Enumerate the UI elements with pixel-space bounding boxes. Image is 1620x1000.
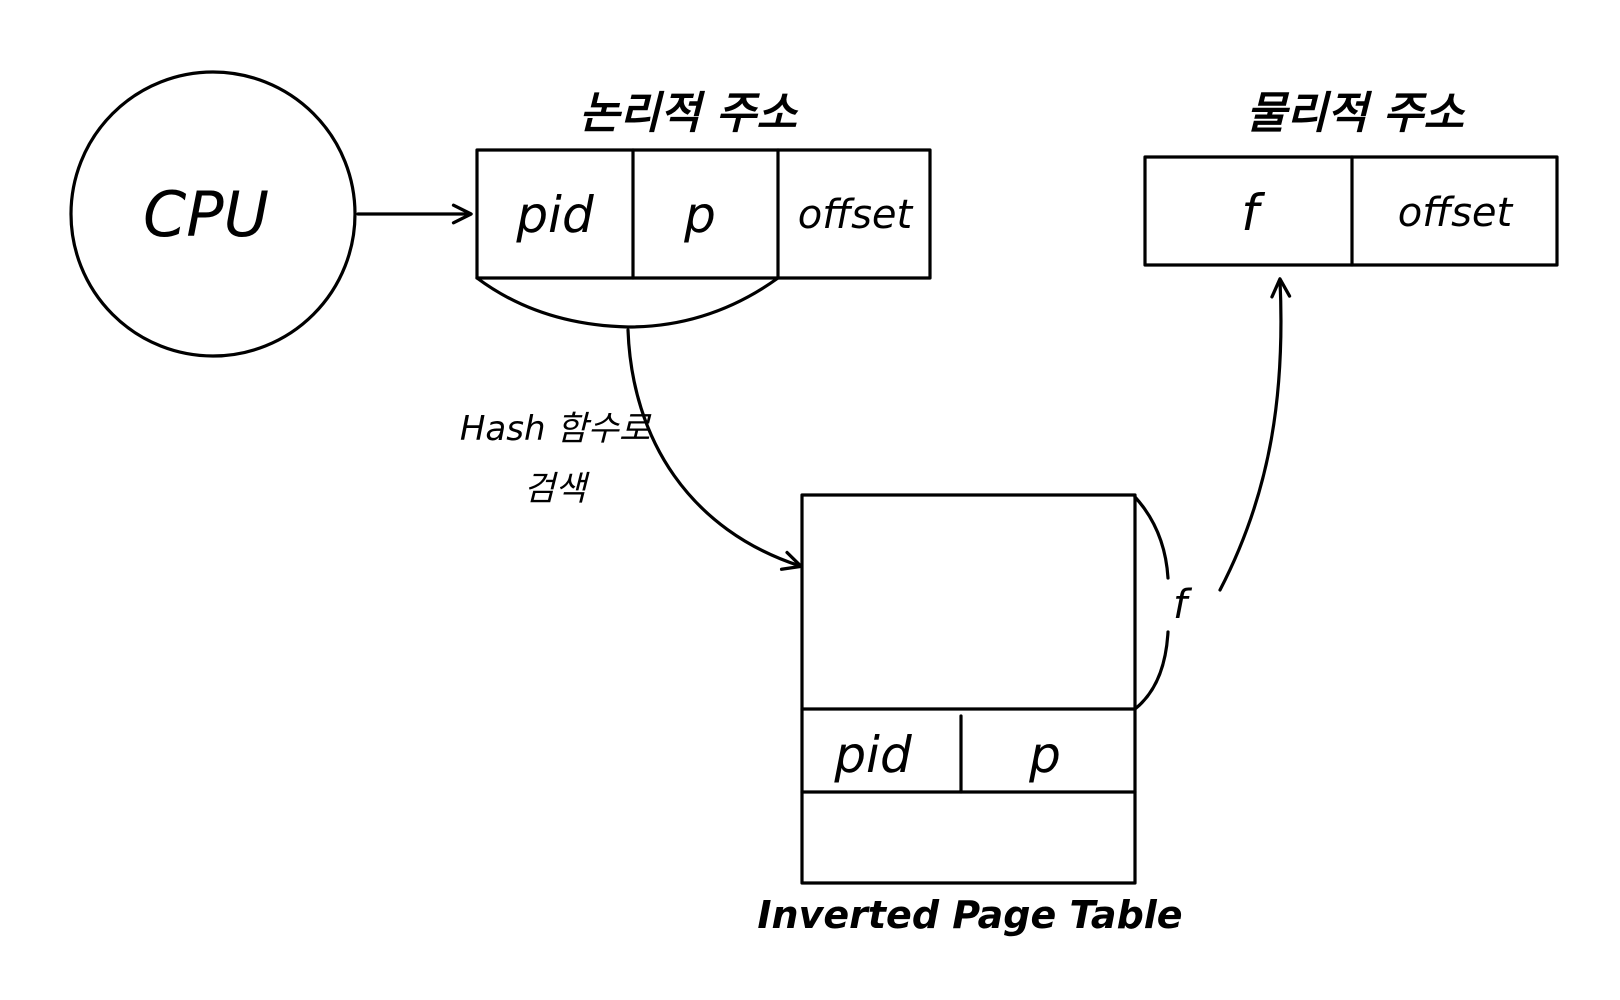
physical-field-f: f: [1241, 184, 1265, 242]
logical-field-offset: offset: [798, 192, 914, 238]
hash-lookup-arrow: [626, 328, 803, 571]
frame-to-physical-arrow: [1218, 277, 1292, 592]
page-table-box: [800, 493, 1137, 885]
hash-note-line1: Hash 함수로: [460, 409, 652, 449]
entry-field-pid: pid: [833, 726, 912, 784]
frame-label: f: [1173, 582, 1193, 628]
logical-field-p: p: [683, 186, 716, 244]
logical-address-box: [475, 148, 932, 280]
physical-address: 물리적 주소 f offset: [1143, 88, 1559, 267]
cpu-circle: [69, 70, 357, 358]
page-table-caption: Inverted Page Table: [757, 893, 1182, 937]
cpu-label: CPU: [143, 178, 269, 251]
pid-p-brace: [475, 276, 780, 329]
frame-brace-top: [1133, 495, 1170, 580]
physical-address-title: 물리적 주소: [1246, 88, 1466, 139]
logical-field-pid: pid: [515, 186, 594, 244]
frame-brace-bottom: [1133, 630, 1170, 711]
inverted-page-table: pid p Inverted Page Table: [757, 493, 1183, 937]
entry-field-p: p: [1028, 726, 1061, 784]
hash-note: Hash 함수로 검색: [460, 409, 652, 509]
cpu-node: CPU: [69, 70, 357, 358]
logical-address-title: 논리적 주소: [579, 88, 799, 139]
physical-field-offset: offset: [1398, 190, 1514, 236]
hash-note-line2: 검색: [524, 469, 590, 509]
logical-address: 논리적 주소 pid p offset: [475, 88, 932, 280]
